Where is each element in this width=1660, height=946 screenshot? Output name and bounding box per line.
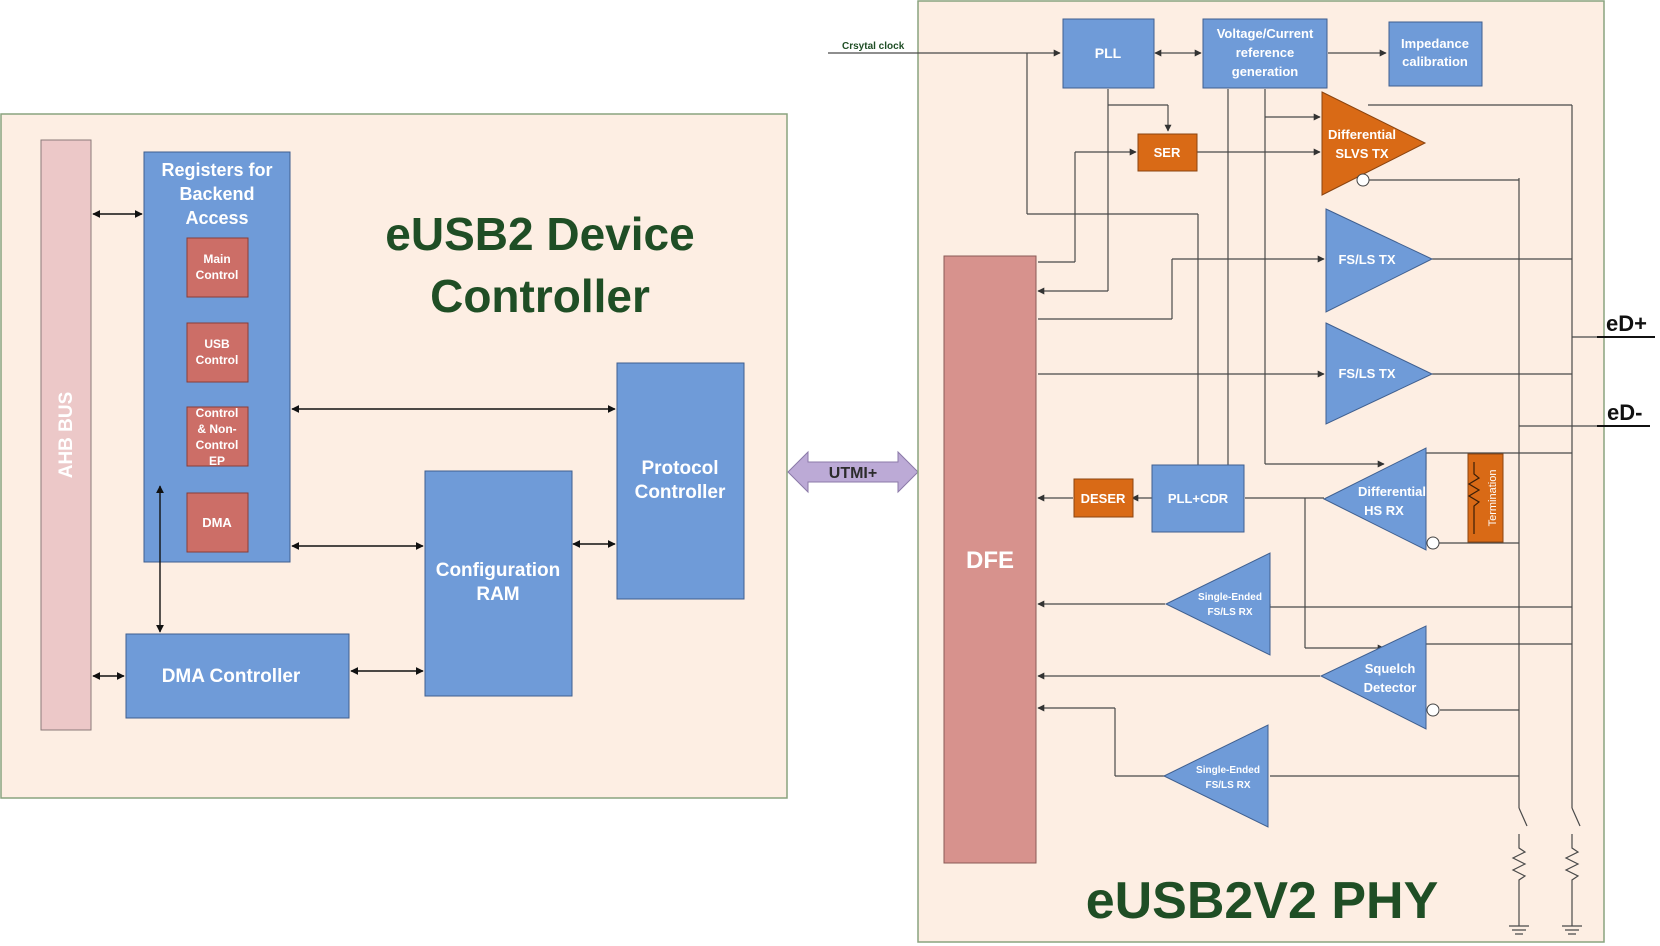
fsls-tx-2: FS/LS TX [1325,322,1434,425]
utmi-interface-arrow: UTMI+ [787,450,919,494]
svg-text:FS/LS TX: FS/LS TX [1338,252,1395,267]
pll-block: PLL [1062,18,1155,89]
svg-text:Squelch: Squelch [1365,661,1416,676]
svg-text:& Non-: & Non- [197,422,236,436]
impedance-calibration-block: Impedance calibration [1388,21,1483,87]
svg-text:Termination: Termination [1487,470,1499,527]
registers-block: Registers for Backend Access Main Contro… [143,151,291,563]
svg-text:DFE: DFE [966,547,1014,574]
svg-text:PLL+CDR: PLL+CDR [1168,491,1229,506]
svg-text:DESER: DESER [1081,491,1126,506]
svg-text:HS RX: HS RX [1364,503,1404,518]
single-ended-fsls-rx-1: Single-Ended FS/LS RX [1164,552,1271,656]
svg-text:Main: Main [203,252,230,266]
deser-block: DESER [1073,478,1134,518]
svg-text:Differential: Differential [1328,127,1396,142]
crystal-clock-label: Crsytal clock [842,41,905,52]
svg-text:Protocol: Protocol [641,458,718,479]
svg-text:SLVS TX: SLVS TX [1335,146,1389,161]
svg-text:Voltage/Current: Voltage/Current [1217,26,1314,41]
ahb-bus-block: AHB BUS [40,139,92,731]
svg-text:FS/LS RX: FS/LS RX [1207,607,1252,618]
svg-text:Configuration: Configuration [436,560,561,581]
svg-text:Control: Control [196,406,239,420]
ahb-bus-label: AHB BUS [56,392,77,479]
svg-text:RAM: RAM [476,584,519,605]
single-ended-fsls-rx-2: Single-Ended FS/LS RX [1162,724,1269,828]
protocol-controller-block: Protocol Controller [616,362,745,600]
usb-control-block: USB Control [186,322,249,383]
ed-minus-label: eD- [1607,400,1642,425]
pll-cdr-block: PLL+CDR [1151,464,1245,533]
main-control-block: Main Control [186,237,249,298]
svg-text:generation: generation [1232,64,1299,79]
squelch-detector: Squelch Detector [1319,625,1440,730]
svg-text:FS/LS RX: FS/LS RX [1205,780,1250,791]
svg-text:Control: Control [196,353,239,367]
svg-text:Single-Ended: Single-Ended [1198,592,1262,603]
controller-connections [92,210,616,680]
phy-title: eUSB2V2 PHY [1086,872,1439,930]
svg-text:reference: reference [1236,45,1295,60]
configuration-ram-block: Configuration RAM [424,470,573,697]
ed-plus-label: eD+ [1606,311,1647,336]
svg-text:Controller: Controller [635,482,726,503]
svg-text:Control: Control [196,438,239,452]
dma-register-block: DMA [186,492,249,553]
svg-text:Control: Control [196,268,239,282]
svg-text:DMA: DMA [202,515,232,530]
registers-title-line3: Access [185,208,248,228]
svg-text:Impedance: Impedance [1401,36,1469,51]
svg-text:Differential: Differential [1358,484,1426,499]
svg-text:USB: USB [204,337,230,351]
termination-block: Termination [1467,453,1504,543]
controller-title-line2: Controller [430,270,650,322]
svg-text:SER: SER [1154,145,1181,160]
svg-text:DMA Controller: DMA Controller [162,666,301,687]
ser-block: SER [1137,133,1198,172]
utmi-label: UTMI+ [829,465,877,482]
svg-text:Single-Ended: Single-Ended [1196,765,1260,776]
svg-text:Detector: Detector [1364,680,1417,695]
phy-wiring [828,49,1640,935]
differential-hs-rx: Differential HS RX [1322,447,1440,551]
svg-text:EP: EP [209,454,225,468]
dfe-block: DFE [943,255,1037,864]
fsls-tx-1: FS/LS TX [1325,208,1434,313]
svg-text:calibration: calibration [1402,54,1468,69]
registers-title-line2: Backend [179,184,254,204]
voltage-reference-block: Voltage/Current reference generation [1202,18,1328,89]
registers-title-line1: Registers for [161,160,272,180]
control-ep-block: Control & Non- Control EP [186,406,249,468]
svg-text:FS/LS TX: FS/LS TX [1338,366,1395,381]
dma-controller-block: DMA Controller [125,633,350,719]
differential-slvs-tx: Differential SLVS TX [1321,91,1427,196]
controller-title-line1: eUSB2 Device [385,208,694,260]
svg-text:PLL: PLL [1095,45,1122,61]
